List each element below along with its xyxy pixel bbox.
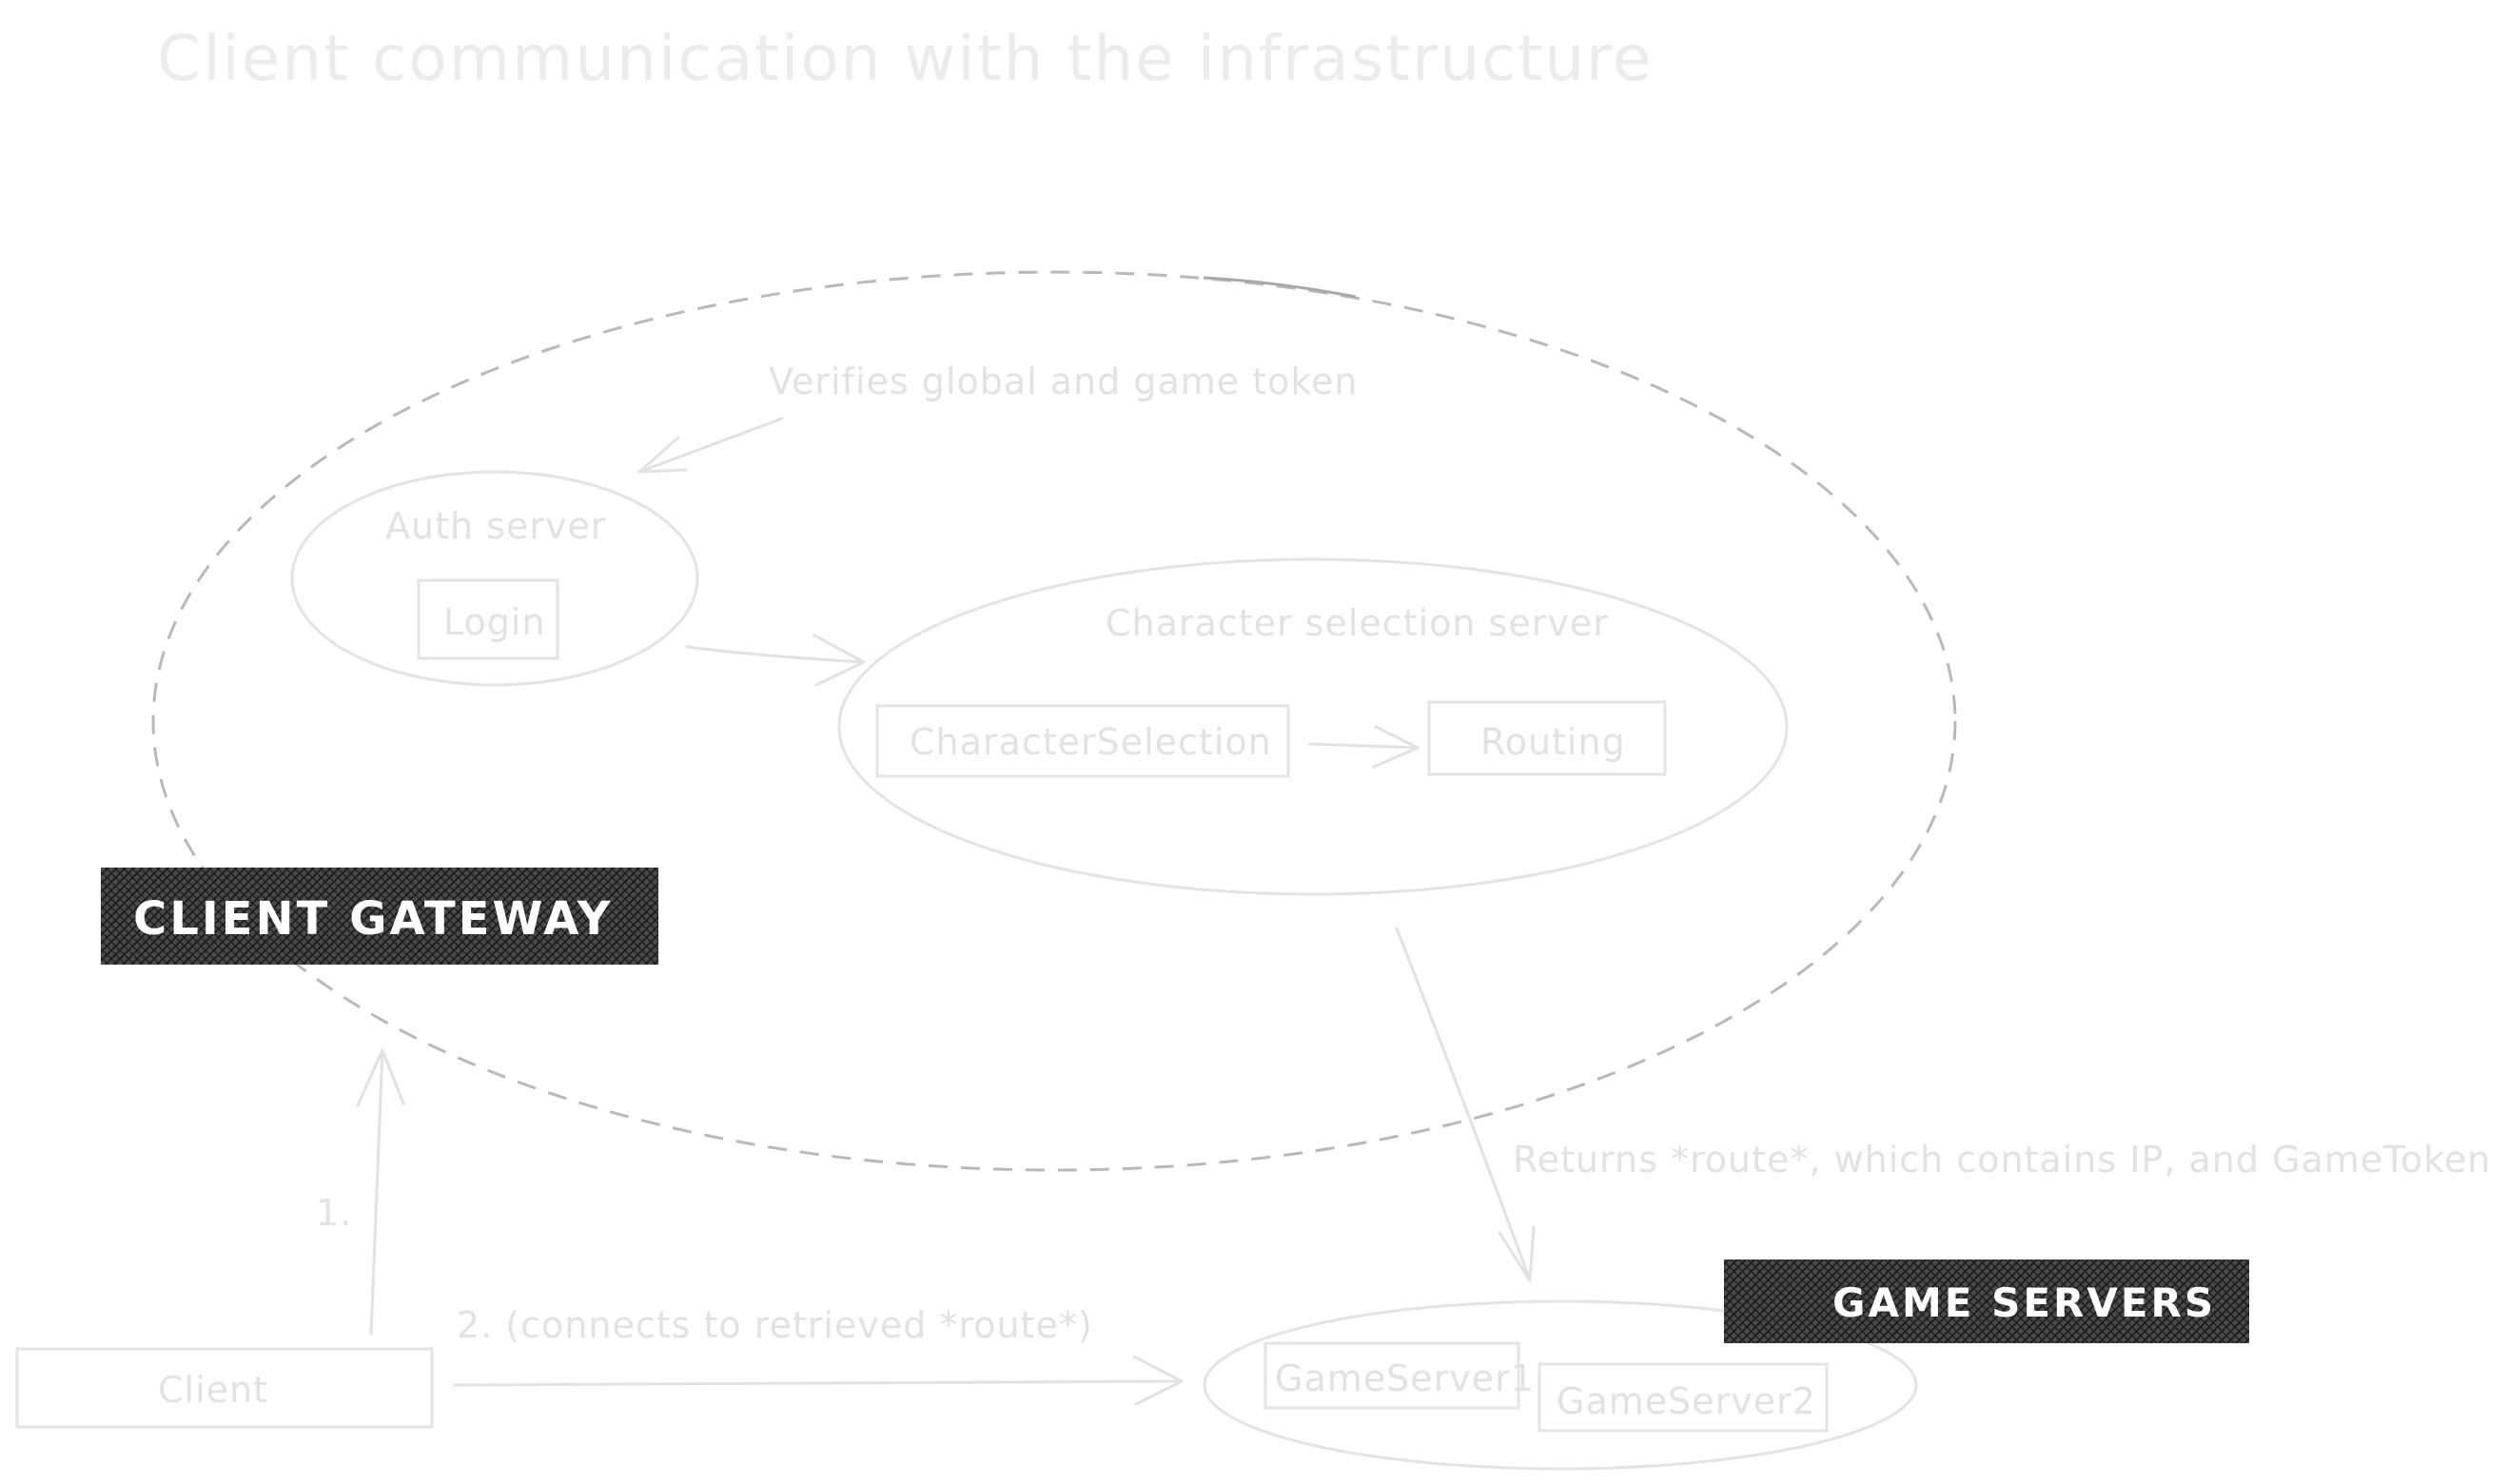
character-selection-node [875, 704, 1290, 778]
auth-server-label: Auth server [385, 505, 606, 547]
character-selection-server-group [837, 557, 1789, 896]
gateway-boundary [151, 270, 1957, 1172]
returns-annotation: Returns *route*, which contains IP, and … [1513, 1139, 2491, 1181]
routing-to-gameservers-arrow [1395, 927, 1536, 1282]
routing-node [1427, 700, 1667, 776]
game-server-2-node [1537, 1362, 1829, 1433]
auth-to-character-arrow [685, 634, 866, 687]
step-1-label: 1. [316, 1192, 352, 1234]
client-node [15, 1347, 434, 1429]
boundary-overlap-stroke [1203, 276, 1357, 299]
character-selection-server-label: Character selection server [1106, 602, 1609, 644]
step-2-label: 2. (connects to retrieved *route*) [457, 1304, 1093, 1346]
game-server-1-label: GameServer1 [1275, 1357, 1535, 1399]
diagram-title: Client communication with the infrastruc… [157, 22, 1653, 95]
character-to-routing-arrow [1307, 725, 1420, 769]
game-servers-banner [1724, 1259, 2249, 1343]
auth-server-group [290, 470, 699, 687]
verifies-annotation: Verifies global and game token [769, 361, 1358, 402]
game-servers-label: GAME SERVERS [1832, 1279, 2216, 1326]
client-to-gateway-arrow [356, 1048, 405, 1336]
game-server-2-label: GameServer2 [1557, 1380, 1816, 1422]
client-gateway-label: CLIENT GATEWAY [133, 892, 614, 946]
login-node [417, 578, 559, 660]
login-label: Login [443, 601, 546, 643]
character-selection-label: CharacterSelection [910, 721, 1272, 763]
game-server-1-node [1263, 1341, 1520, 1410]
client-label: Client [158, 1369, 268, 1411]
routing-label: Routing [1480, 721, 1626, 763]
client-gateway-banner [101, 868, 658, 965]
verifies-arrow [637, 417, 784, 474]
client-to-gameservers-arrow [453, 1355, 1184, 1406]
game-servers-group [1203, 1299, 1918, 1471]
